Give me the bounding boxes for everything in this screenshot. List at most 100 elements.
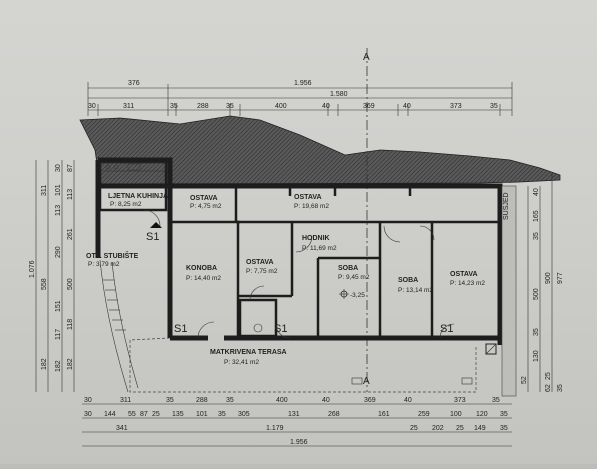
dim-text: 30	[84, 397, 92, 404]
dim-text: 118	[67, 319, 74, 330]
dim-text: 35	[533, 232, 540, 240]
room-name-stubiste: OTV. STUBIŠTE	[86, 251, 139, 260]
dim-text: 35	[533, 328, 540, 336]
dim-text: 25	[545, 372, 552, 380]
dim-text: 1.580	[330, 91, 348, 98]
dim-text: 130	[533, 350, 540, 362]
dim-text: 135	[172, 411, 184, 418]
dim-text: 369	[364, 397, 376, 404]
dim-text: 40	[403, 103, 411, 110]
dim-text: 311	[41, 185, 48, 196]
dim-text: 161	[378, 411, 390, 418]
dim-text: 35	[170, 103, 178, 110]
dim-text: 144	[104, 411, 116, 418]
room-area-stubiste: P: 3,79 m2	[88, 261, 120, 268]
room-area-ostava-2: P: 19,68 m2	[294, 203, 329, 210]
dim-text: 165	[533, 210, 540, 222]
room-area-soba-2: P: 13,14 m2	[398, 287, 433, 294]
dim-text: 311	[120, 397, 131, 404]
dim-text: 149	[474, 425, 486, 432]
level-value: -3,25	[350, 292, 365, 299]
door-swings	[143, 209, 455, 339]
dim-text: 1.076	[29, 260, 36, 278]
room-name-hodnik: HODNIK	[302, 235, 330, 242]
dim-text: 268	[328, 411, 340, 418]
room-area-ostava-3: P: 7,75 m2	[246, 268, 278, 275]
walls	[95, 157, 503, 345]
right-dimensions: 40 165 35 500 35 130 52 900 977 25 62 35	[521, 172, 564, 392]
dim-text: 113	[67, 189, 74, 200]
dim-text: 290	[55, 246, 62, 258]
dim-text: 30	[84, 411, 92, 418]
dim-text: 261	[67, 228, 74, 240]
dim-text: 101	[196, 411, 208, 418]
s1-mark: S1	[146, 231, 159, 243]
dim-text: 35	[557, 384, 564, 392]
dim-text: 40	[404, 397, 412, 404]
top-dimensions: 376 1.956 1.580 30 311 35 288 35 400 40 …	[87, 80, 513, 116]
dim-text: 1.956	[294, 80, 312, 87]
dim-text: 35	[226, 103, 234, 110]
dim-text: 182	[67, 358, 74, 370]
s1-mark: S1	[274, 323, 287, 335]
dim-text: 40	[533, 188, 540, 196]
dim-text: 259	[418, 411, 430, 418]
dim-text: 35	[166, 397, 174, 404]
dim-text: 35	[500, 425, 508, 432]
dim-text: 1.179	[266, 425, 284, 432]
s1-markers: S1 S1 S1 S1	[146, 222, 453, 335]
dim-text: 25	[456, 425, 464, 432]
room-area-ostava-4: P: 14,23 m2	[450, 280, 485, 287]
room-name-ostava-2: OSTAVA	[294, 194, 322, 201]
dim-text: 35	[218, 411, 226, 418]
dim-text: 151	[55, 300, 62, 312]
dim-text: 40	[322, 397, 330, 404]
room-labels: LJETNA KUHINJA P: 8,25 m2 OSTAVA P: 4,75…	[86, 193, 485, 366]
dim-text: 500	[533, 288, 540, 300]
dim-text: 25	[410, 425, 418, 432]
room-area-ostava-1: P: 4,75 m2	[190, 203, 222, 210]
room-name-ljetna-kuhinja: LJETNA KUHINJA	[108, 193, 168, 200]
level-marker: -3,25	[339, 289, 365, 299]
room-name-terasa: MATKRIVENA TERASA	[210, 349, 287, 356]
room-name-konoba: KONOBA	[186, 265, 217, 272]
dim-text: 35	[226, 397, 234, 404]
section-mark-bottom: A	[363, 376, 370, 387]
dim-text: 500	[67, 278, 74, 290]
dim-text: 113	[55, 205, 62, 216]
room-name-ostava-1: OSTAVA	[190, 195, 218, 202]
dim-text: 400	[276, 397, 288, 404]
dim-text: 120	[476, 411, 488, 418]
dim-text: 202	[432, 425, 444, 432]
dim-text: 55	[128, 411, 136, 418]
dim-text: 373	[450, 103, 462, 110]
dim-text: 101	[55, 184, 62, 196]
room-name-ostava-3: OSTAVA	[246, 259, 274, 266]
dim-text: 288	[197, 103, 209, 110]
room-area-konoba: P: 14,40 m2	[186, 275, 221, 282]
dim-text: 288	[196, 397, 208, 404]
dim-text: 87	[67, 164, 74, 172]
dim-text: 30	[88, 103, 96, 110]
dim-text: 311	[123, 103, 134, 110]
dim-text: 369	[363, 103, 375, 110]
room-name-soba-2: SOBA	[398, 277, 418, 284]
dim-text: 40	[322, 103, 330, 110]
dim-text: 87	[140, 411, 148, 418]
s1-mark: S1	[174, 323, 187, 335]
left-dimensions: 1.076 311 558 182 30 101 113 290 151 117…	[29, 160, 75, 392]
s1-mark: S1	[440, 323, 453, 335]
dim-text: 117	[55, 329, 62, 340]
section-mark-top: A	[363, 52, 370, 63]
room-area-soba-1: P: 9,45 m2	[338, 274, 370, 281]
dim-text: 35	[490, 103, 498, 110]
terrace-outline	[129, 337, 477, 393]
dim-text: 131	[288, 411, 300, 418]
dim-text: 305	[238, 411, 250, 418]
dim-text: 376	[128, 80, 140, 87]
dim-text: 62	[545, 384, 552, 392]
dim-text: 341	[116, 425, 128, 432]
room-name-ostava-4: OSTAVA	[450, 271, 478, 278]
dim-text: 373	[454, 397, 466, 404]
